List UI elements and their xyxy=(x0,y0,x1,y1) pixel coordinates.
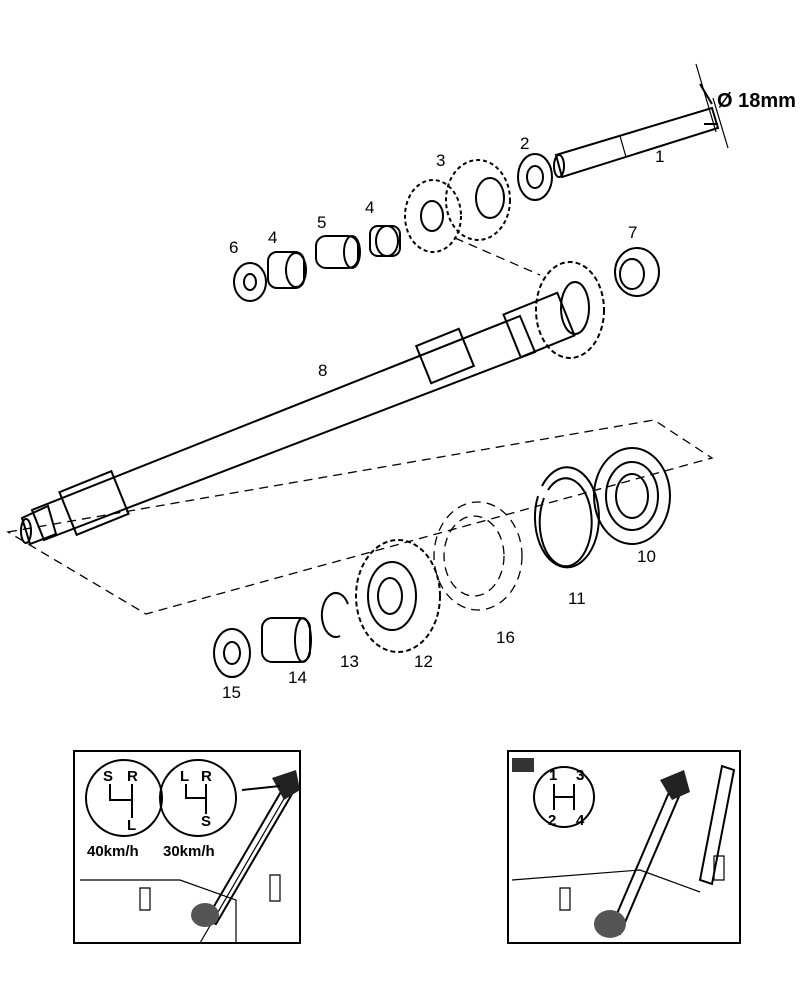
part-4-bearing-right xyxy=(369,225,401,257)
right-gate-1: 1 xyxy=(549,767,557,784)
part-16-plate xyxy=(433,501,523,611)
label-part-4-right: 4 xyxy=(365,198,374,217)
left-gate1-r: R xyxy=(127,768,138,785)
part-13-circlip xyxy=(320,591,349,638)
badge-icon xyxy=(512,758,534,772)
right-gate-3: 3 xyxy=(576,767,584,784)
left-gate2-s: S xyxy=(201,813,211,830)
part-10-bearing xyxy=(593,447,671,545)
label-part-1: 1 xyxy=(655,147,664,166)
part-15-washer xyxy=(213,628,251,678)
left-gate2-l: L xyxy=(180,768,189,785)
right-lever-knob-icon xyxy=(660,770,690,800)
label-part-4-left: 4 xyxy=(268,228,277,247)
part-14-bearing xyxy=(261,617,312,663)
right-gate-2: 2 xyxy=(548,812,556,829)
label-part-5: 5 xyxy=(317,213,326,232)
part-8-main-shaft xyxy=(20,261,605,546)
label-part-3: 3 xyxy=(436,151,445,170)
right-lever-boot-icon xyxy=(594,910,626,938)
label-part-15: 15 xyxy=(222,683,241,702)
label-part-6: 6 xyxy=(229,238,238,257)
part-7-bearing xyxy=(614,247,660,297)
label-part-10: 10 xyxy=(637,547,656,566)
label-part-8: 8 xyxy=(318,361,327,380)
left-speed-40: 40km/h xyxy=(87,843,139,860)
left-gate1-l: L xyxy=(127,817,136,834)
label-part-14: 14 xyxy=(288,668,307,687)
left-gate1-s: S xyxy=(103,768,113,785)
label-part-7: 7 xyxy=(628,223,637,242)
left-gate2-r: R xyxy=(201,768,212,785)
label-part-11: 11 xyxy=(568,589,586,608)
part-2-washer xyxy=(517,153,553,201)
right-gate-4: 4 xyxy=(576,812,585,829)
part-11-snap-ring xyxy=(533,466,600,569)
lever-boot-icon xyxy=(191,903,219,927)
lever-knob-icon xyxy=(272,770,300,800)
part-12-gear xyxy=(355,539,441,653)
label-part-16: 16 xyxy=(496,628,515,647)
part-6-washer xyxy=(233,262,267,302)
alignment-line-3-8 xyxy=(454,237,541,276)
right-inset xyxy=(507,750,741,944)
part-3-gear xyxy=(404,159,511,253)
label-part-13: 13 xyxy=(340,652,359,671)
left-inset xyxy=(73,750,301,944)
part-4-bearing-left xyxy=(267,251,307,289)
alignment-box-8 xyxy=(6,419,714,615)
left-speed-30: 30km/h xyxy=(163,843,215,860)
part-1-shaft xyxy=(553,63,729,179)
part-5-spacer xyxy=(315,235,361,269)
diameter-label: Ø 18mm xyxy=(717,90,796,112)
label-part-2: 2 xyxy=(520,134,529,153)
label-part-12: 12 xyxy=(414,652,433,671)
